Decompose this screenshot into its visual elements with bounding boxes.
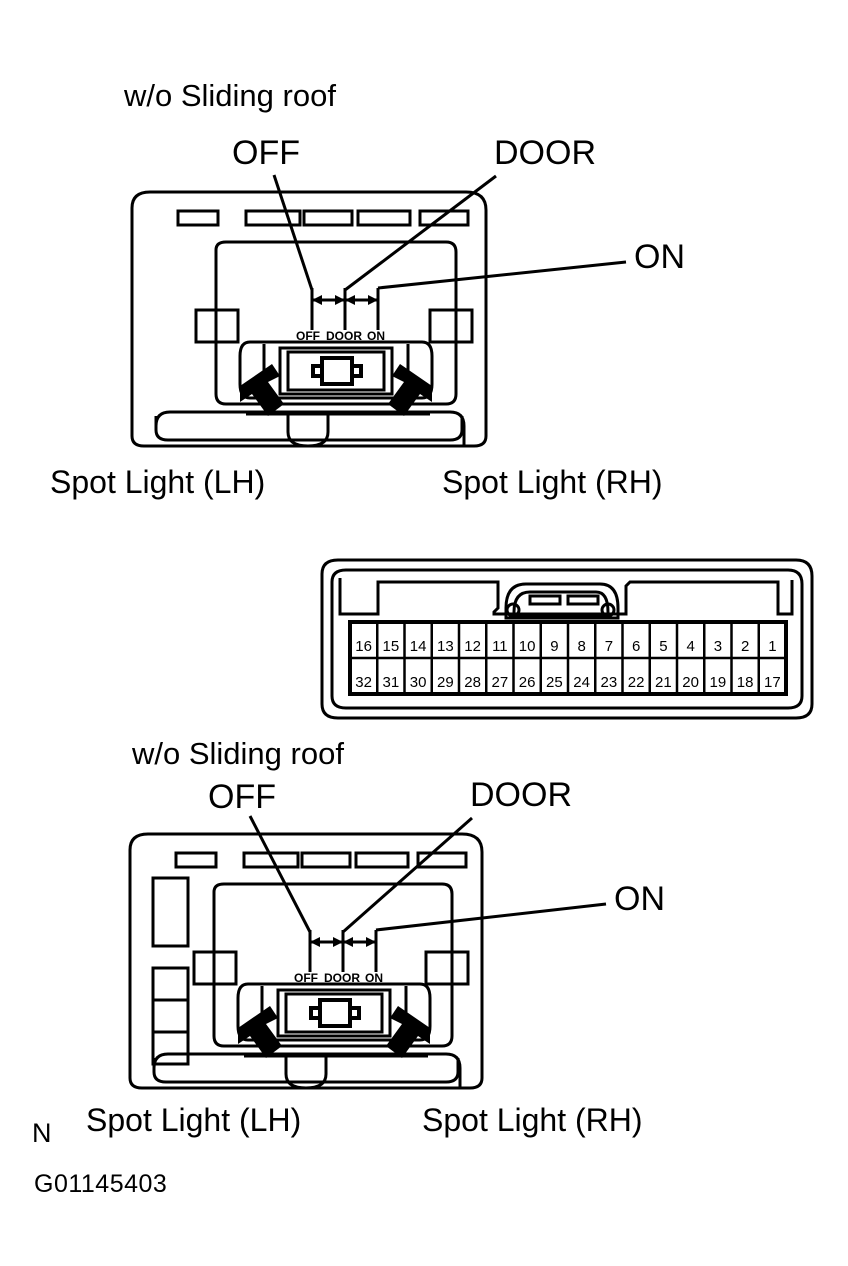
connector-pin-9: 9 — [550, 638, 558, 655]
orientation-marker: N — [32, 1118, 52, 1148]
connector-pin-25: 25 — [546, 674, 563, 691]
lower-console-drawing: OFF DOOR ON — [128, 815, 607, 1090]
lower-callout-off: OFF — [208, 778, 276, 816]
lower-scale-door: DOOR — [324, 971, 360, 985]
upper-caption-right: Spot Light (RH) — [442, 464, 663, 500]
connector-pin-1: 1 — [768, 638, 776, 655]
connector-pin-2: 2 — [741, 638, 749, 655]
connector-pin-5: 5 — [659, 638, 667, 655]
lower-caption-right: Spot Light (RH) — [422, 1102, 643, 1138]
lower-scale-off: OFF — [294, 971, 318, 985]
connector-pin-7: 7 — [605, 638, 613, 655]
upper-heading: w/o Sliding roof — [124, 78, 336, 113]
upper-overhead-console-figure: w/o Sliding roof OFF DOOR ON — [0, 0, 848, 520]
connector-pin-24: 24 — [573, 674, 590, 691]
connector-pin-8: 8 — [577, 638, 585, 655]
connector-pin-32: 32 — [355, 674, 372, 691]
upper-caption-left: Spot Light (LH) — [50, 464, 266, 500]
connector-pin-4: 4 — [686, 638, 694, 655]
connector-pin-21: 21 — [655, 674, 672, 691]
connector-pin-31: 31 — [383, 674, 400, 691]
upper-callout-off: OFF — [232, 134, 300, 172]
connector-pin-10: 10 — [519, 638, 536, 655]
lower-callout-door: DOOR — [470, 776, 572, 814]
connector-pin-11: 11 — [492, 638, 508, 655]
upper-callout-on: ON — [634, 238, 685, 276]
figure-id: G01145403 — [34, 1170, 168, 1198]
upper-scale-door: DOOR — [326, 329, 362, 343]
connector-pin-29: 29 — [437, 674, 454, 691]
connector-pin-6: 6 — [632, 638, 640, 655]
connector-pin-12: 12 — [464, 638, 481, 655]
connector-pin-19: 19 — [710, 674, 727, 691]
connector-pin-27: 27 — [492, 674, 509, 691]
lower-caption-left: Spot Light (LH) — [86, 1102, 302, 1138]
connector-pin-28: 28 — [464, 674, 481, 691]
connector-pin-3: 3 — [714, 638, 722, 655]
upper-console-drawing: OFF DOOR ON — [130, 174, 627, 448]
upper-scale-off: OFF — [296, 329, 320, 343]
connector-pin-18: 18 — [737, 674, 754, 691]
connector-pin-14: 14 — [410, 638, 427, 655]
connector-pin-30: 30 — [410, 674, 427, 691]
lower-heading: w/o Sliding roof — [132, 736, 344, 771]
connector-pin-16: 16 — [355, 638, 372, 655]
upper-scale-on: ON — [367, 329, 385, 343]
connector-pin-20: 20 — [682, 674, 699, 691]
connector-pin-26: 26 — [519, 674, 536, 691]
connector-pin-23: 23 — [601, 674, 618, 691]
connector-pin-15: 15 — [383, 638, 400, 655]
lower-scale-on: ON — [365, 971, 383, 985]
connector-pin-22: 22 — [628, 674, 645, 691]
lower-callout-on: ON — [614, 880, 665, 918]
connector-pin-17: 17 — [764, 674, 781, 691]
upper-callout-door: DOOR — [494, 134, 596, 172]
connector-pin-13: 13 — [437, 638, 454, 655]
lower-overhead-console-figure: w/o Sliding roof OFF DOOR ON — [0, 730, 848, 1160]
